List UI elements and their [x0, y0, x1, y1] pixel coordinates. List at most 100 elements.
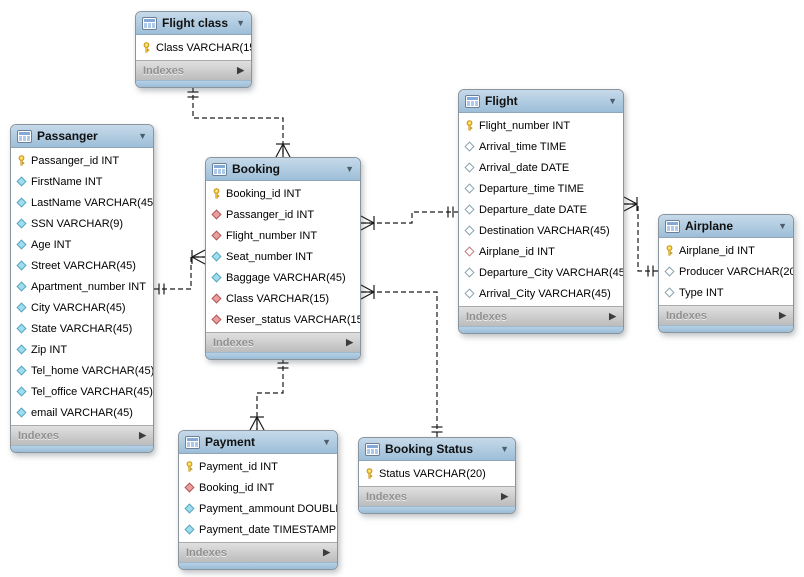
column-row[interactable]: Tel_home VARCHAR(45)	[11, 360, 153, 381]
expand-arrow-icon[interactable]: ▶	[323, 547, 330, 557]
column-row[interactable]: FirstName INT	[11, 171, 153, 192]
column-row[interactable]: Airplane_id INT	[659, 240, 793, 261]
table-header[interactable]: Booking Status▼	[359, 438, 515, 461]
table-header[interactable]: Payment▼	[179, 431, 337, 454]
column-row[interactable]: State VARCHAR(45)	[11, 318, 153, 339]
column-row[interactable]: Flight_number INT	[459, 115, 623, 136]
relationship-booking-payment[interactable]	[249, 358, 289, 431]
table-header[interactable]: Flight class▼	[136, 12, 251, 35]
table-bottom-strip	[136, 80, 251, 87]
column-row[interactable]: LastName VARCHAR(45)	[11, 192, 153, 213]
expand-arrow-icon[interactable]: ▶	[139, 430, 146, 440]
table-flight[interactable]: Flight▼ Flight_number INT Arrival_time TIM…	[458, 89, 624, 334]
column-row[interactable]: Departure_time TIME	[459, 178, 623, 199]
collapse-arrow-icon[interactable]: ▼	[778, 220, 787, 231]
attribute-icon	[16, 197, 27, 208]
column-label: Reser_status VARCHAR(15)	[226, 313, 360, 326]
column-row[interactable]: Street VARCHAR(45)	[11, 255, 153, 276]
attribute-icon	[16, 344, 27, 355]
column-row[interactable]: Apartment_number INT	[11, 276, 153, 297]
column-row[interactable]: Status VARCHAR(20)	[359, 463, 515, 484]
indexes-footer[interactable]: Indexes▶	[136, 60, 251, 80]
column-label: Age INT	[31, 238, 72, 251]
column-row[interactable]: Tel_office VARCHAR(45)	[11, 381, 153, 402]
column-label: City VARCHAR(45)	[31, 301, 126, 314]
indexes-footer[interactable]: Indexes▶	[206, 332, 360, 352]
table-icon	[465, 94, 480, 108]
relationship-flightclass-booking[interactable]	[187, 87, 291, 158]
column-row[interactable]: Zip INT	[11, 339, 153, 360]
relationship-booking-flight[interactable]	[360, 206, 458, 231]
relationship-passanger-booking[interactable]	[154, 249, 206, 295]
column-row[interactable]: Producer VARCHAR(20)	[659, 261, 793, 282]
column-row[interactable]: SSN VARCHAR(9)	[11, 213, 153, 234]
column-row[interactable]: Payment_ammount DOUBLE	[179, 498, 337, 519]
expand-arrow-icon[interactable]: ▶	[779, 310, 786, 320]
foreign-key-icon	[211, 209, 222, 220]
collapse-arrow-icon[interactable]: ▼	[500, 443, 509, 454]
primary-key-icon	[16, 155, 27, 166]
column-row[interactable]: Passanger_id INT	[11, 150, 153, 171]
column-row[interactable]: email VARCHAR(45)	[11, 402, 153, 423]
column-row[interactable]: Booking_id INT	[206, 183, 360, 204]
relationship-line[interactable]	[256, 358, 284, 430]
relationship-line[interactable]	[361, 291, 438, 437]
column-row[interactable]: Booking_id INT	[179, 477, 337, 498]
table-header[interactable]: Passanger▼	[11, 125, 153, 148]
collapse-arrow-icon[interactable]: ▼	[345, 163, 354, 174]
column-row[interactable]: Departure_date DATE	[459, 199, 623, 220]
foreign-key-nullable-icon	[464, 246, 475, 257]
column-row[interactable]: Reser_status VARCHAR(15)	[206, 309, 360, 330]
table-flight-class[interactable]: Flight class▼Class VARCHAR(15)Indexes▶	[135, 11, 252, 88]
column-row[interactable]: Type INT	[659, 282, 793, 303]
relationship-flight-airplane[interactable]	[623, 196, 658, 277]
relationship-line[interactable]	[154, 256, 205, 290]
column-row[interactable]: Seat_number INT	[206, 246, 360, 267]
column-label: Flight_number INT	[479, 119, 571, 132]
indexes-footer[interactable]: Indexes▶	[11, 425, 153, 445]
column-row[interactable]: Arrival_City VARCHAR(45)	[459, 283, 623, 304]
indexes-footer[interactable]: Indexes▶	[659, 305, 793, 325]
indexes-footer[interactable]: Indexes▶	[179, 542, 337, 562]
table-booking-status[interactable]: Booking Status▼Status VARCHAR(20)Indexes…	[358, 437, 516, 514]
column-row[interactable]: Flight_number INT	[206, 225, 360, 246]
relationship-line[interactable]	[624, 203, 658, 272]
relationship-booking-bookingstatus[interactable]	[360, 284, 443, 437]
column-row[interactable]: Destination VARCHAR(45)	[459, 220, 623, 241]
expand-arrow-icon[interactable]: ▶	[609, 311, 616, 321]
collapse-arrow-icon[interactable]: ▼	[236, 17, 245, 28]
column-row[interactable]: Class VARCHAR(15)	[136, 37, 251, 58]
table-header[interactable]: Flight▼	[459, 90, 623, 113]
collapse-arrow-icon[interactable]: ▼	[138, 130, 147, 141]
column-row[interactable]: Departure_City VARCHAR(45)	[459, 262, 623, 283]
column-row[interactable]: Age INT	[11, 234, 153, 255]
table-header[interactable]: Booking▼	[206, 158, 360, 181]
relationship-line[interactable]	[361, 211, 458, 224]
column-row[interactable]: Baggage VARCHAR(45)	[206, 267, 360, 288]
expand-arrow-icon[interactable]: ▶	[237, 65, 244, 75]
indexes-footer[interactable]: Indexes▶	[359, 486, 515, 506]
column-row[interactable]: Class VARCHAR(15)	[206, 288, 360, 309]
relationship-line[interactable]	[192, 87, 284, 157]
indexes-footer[interactable]: Indexes▶	[459, 306, 623, 326]
table-icon	[665, 219, 680, 233]
column-row[interactable]: Arrival_time TIME	[459, 136, 623, 157]
expand-arrow-icon[interactable]: ▶	[346, 337, 353, 347]
column-row[interactable]: Airplane_id INT	[459, 241, 623, 262]
column-row[interactable]: Payment_id INT	[179, 456, 337, 477]
expand-arrow-icon[interactable]: ▶	[501, 491, 508, 501]
collapse-arrow-icon[interactable]: ▼	[322, 436, 331, 447]
column-label: Class VARCHAR(15)	[226, 292, 330, 305]
table-header[interactable]: Airplane▼	[659, 215, 793, 238]
column-row[interactable]: Passanger_id INT	[206, 204, 360, 225]
column-row[interactable]: Payment_date TIMESTAMP	[179, 519, 337, 540]
column-row[interactable]: Arrival_date DATE	[459, 157, 623, 178]
column-row[interactable]: City VARCHAR(45)	[11, 297, 153, 318]
collapse-arrow-icon[interactable]: ▼	[608, 95, 617, 106]
